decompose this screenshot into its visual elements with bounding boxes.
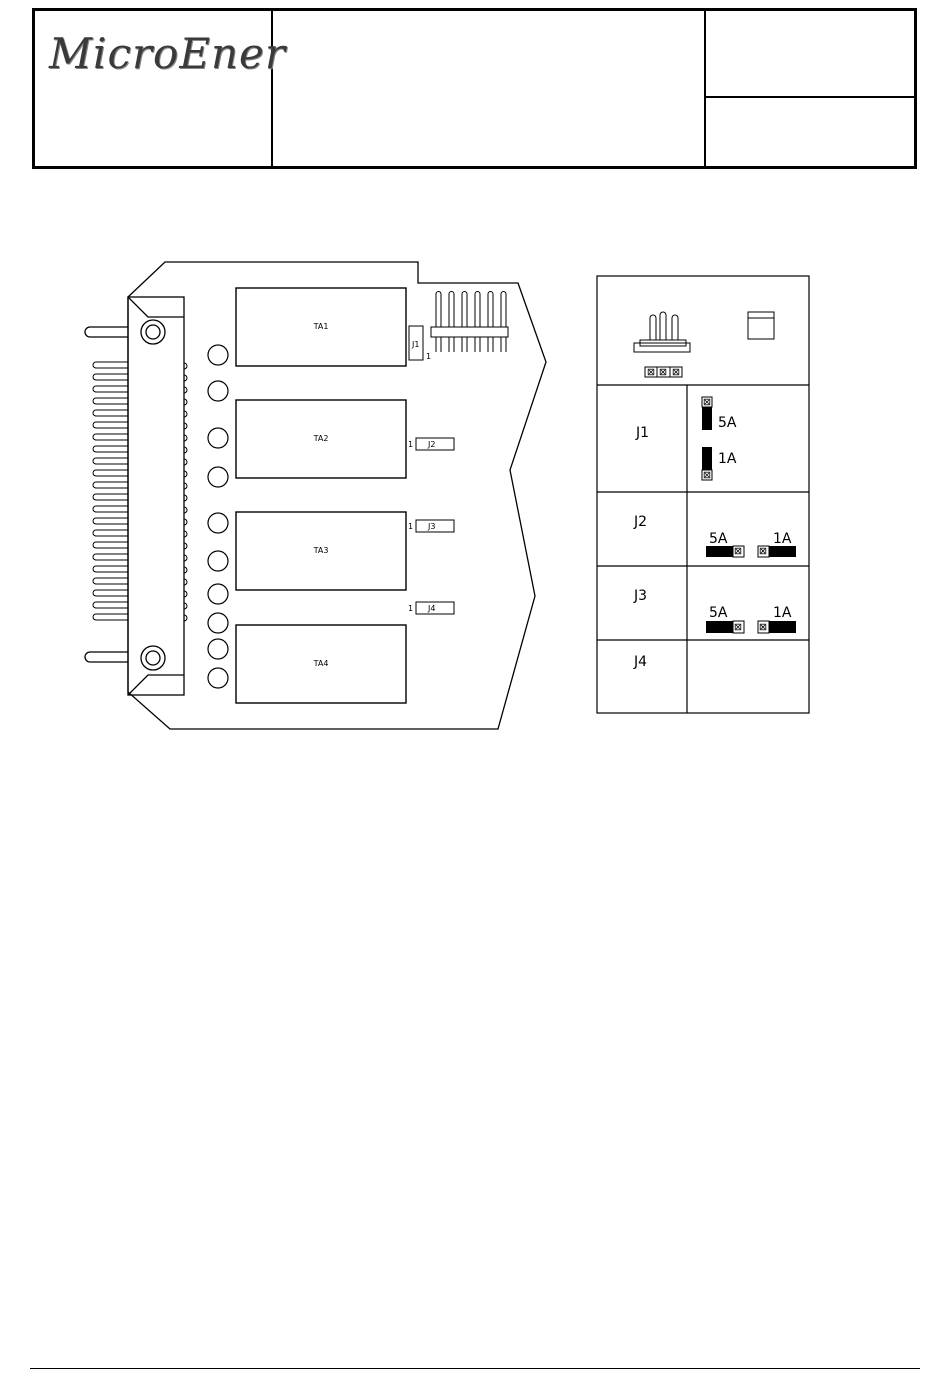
contact-finger: [93, 554, 128, 560]
contact-finger: [93, 518, 128, 524]
pin-mark: [674, 370, 678, 374]
test-points: [208, 345, 228, 688]
ta2-label: TA2: [313, 434, 329, 443]
ta1-label: TA1: [313, 322, 329, 331]
mount-hole-top: [141, 320, 165, 344]
contact-finger: [93, 506, 128, 512]
test-point: [208, 467, 228, 487]
contact-finger: [93, 422, 128, 428]
contact-finger: [93, 434, 128, 440]
pin-mark: [649, 370, 653, 374]
guide-pin-bottom: [85, 652, 128, 662]
test-point: [208, 668, 228, 688]
legend-j2-1a: 1A: [773, 531, 792, 547]
j2-pin: 1: [408, 440, 413, 449]
header-pin: [501, 292, 506, 353]
ta4-label: TA4: [313, 659, 329, 668]
header-pin: [475, 292, 480, 353]
mount-hole-bottom: [141, 646, 165, 670]
ta3-label: TA3: [313, 546, 329, 555]
contact-finger: [93, 566, 128, 572]
contact-finger: [93, 446, 128, 452]
legend-j3-5a: 5A: [709, 605, 728, 621]
j2-label: J2: [427, 440, 435, 449]
legend-j1-label: J1: [635, 425, 649, 441]
test-point: [208, 551, 228, 571]
test-point: [208, 381, 228, 401]
header-pin: [449, 292, 454, 353]
test-point: [208, 513, 228, 533]
contact-finger: [93, 494, 128, 500]
connector-contacts: [93, 362, 187, 621]
header-pin: [488, 292, 493, 353]
j4-pin: 1: [408, 604, 413, 613]
contact-finger: [93, 602, 128, 608]
legend-j4-label: J4: [633, 654, 647, 670]
contact-finger: [93, 398, 128, 404]
contact-finger: [93, 578, 128, 584]
header-symbol: [634, 312, 690, 377]
pcb-outline: [128, 262, 546, 729]
contact-finger: [93, 374, 128, 380]
contact-finger: [93, 482, 128, 488]
j1-pin: 1: [426, 352, 431, 361]
contact-finger: [93, 530, 128, 536]
contact-finger: [93, 362, 128, 368]
header-pin: [436, 292, 441, 353]
contact-finger: [93, 542, 128, 548]
jumper-legend-table: [597, 276, 809, 713]
header-pin: [462, 292, 467, 353]
test-point: [208, 639, 228, 659]
contact-finger: [93, 614, 128, 620]
j3-legend-symbol: [706, 621, 796, 633]
j4-label: J4: [427, 604, 435, 613]
legend-j3-label: J3: [633, 588, 647, 604]
edge-connector: [128, 297, 184, 695]
j3-pin: 1: [408, 522, 413, 531]
jumper-cap-symbol: [748, 312, 774, 339]
pin-header: [431, 292, 508, 353]
pin-mark: [661, 370, 665, 374]
test-point: [208, 345, 228, 365]
j1-legend-symbol: [702, 397, 712, 480]
j2-legend-symbol: [706, 546, 796, 557]
contact-finger: [93, 410, 128, 416]
test-point: [208, 428, 228, 448]
contact-finger: [93, 458, 128, 464]
j1-label: J1: [411, 340, 419, 349]
legend-j2-label: J2: [633, 514, 647, 530]
legend-j1-5a: 5A: [718, 415, 737, 431]
contact-finger: [93, 470, 128, 476]
contact-finger: [93, 386, 128, 392]
j3-label: J3: [427, 522, 435, 531]
legend-j3-1a: 1A: [773, 605, 792, 621]
footer-rule: [30, 1368, 920, 1369]
contact-finger: [93, 590, 128, 596]
legend-j1-1a: 1A: [718, 451, 737, 467]
test-point: [208, 613, 228, 633]
guide-pin-top: [85, 327, 128, 337]
legend-j2-5a: 5A: [709, 531, 728, 547]
test-point: [208, 584, 228, 604]
